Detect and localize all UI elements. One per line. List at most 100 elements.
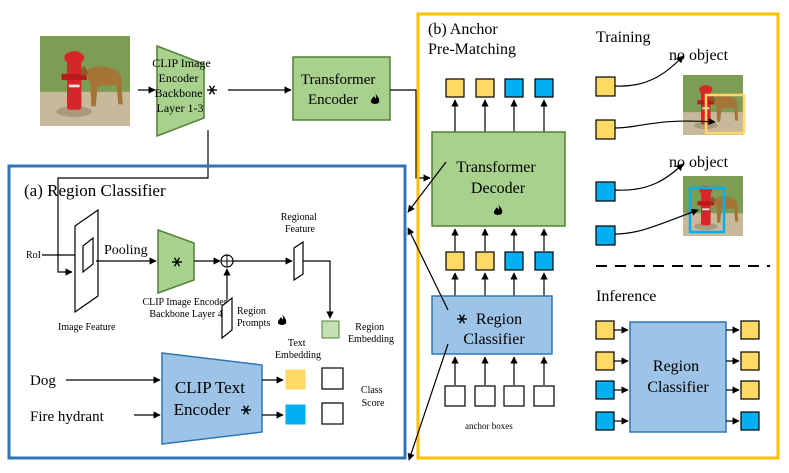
inference-input-tokens bbox=[595, 320, 615, 431]
panel-b-title-line-2: Pre-Matching bbox=[428, 41, 516, 58]
text-embedding-line-2: Embedding bbox=[275, 350, 321, 361]
svg-text:Text Embedding: Text Embedding bbox=[275, 338, 321, 361]
arrows-mid-tokens-to-decoder bbox=[451, 228, 548, 251]
svg-text:Region Classifier: Region Classifier bbox=[463, 311, 526, 348]
svg-text:Class Score: Class Score bbox=[361, 385, 385, 409]
anchor-box-2 bbox=[474, 385, 496, 407]
training-token-cyan-2 bbox=[595, 225, 616, 246]
training-label: Training bbox=[596, 29, 651, 46]
arrows-classifier-to-mid-tokens bbox=[451, 272, 548, 296]
add-operator bbox=[220, 254, 234, 268]
arrows-decoder-to-top-tokens bbox=[451, 99, 548, 132]
svg-text:Transformer Decoder: Transformer Decoder bbox=[456, 159, 539, 197]
image-feature-label: Image Feature bbox=[58, 322, 116, 333]
region-classifier-block: Region Classifier bbox=[431, 295, 553, 355]
token-top-2 bbox=[475, 78, 495, 98]
panel-b-title-line-1: (b) Anchor bbox=[428, 21, 498, 38]
inference-classifier-line-1: Region bbox=[653, 358, 699, 375]
token-mid-4 bbox=[534, 251, 554, 271]
region-embedding-line-1: Region bbox=[355, 322, 384, 333]
arrow-decoder-to-panel-a bbox=[407, 161, 447, 213]
region-classifier-panel bbox=[7, 164, 407, 460]
arrows-anchors-to-classifier bbox=[451, 356, 548, 385]
svg-text:Region Prompts: Region Prompts bbox=[237, 306, 270, 329]
region-embedding-line-2: Embedding bbox=[348, 334, 394, 345]
class-score-line-2: Score bbox=[362, 398, 385, 409]
svg-text:Region Embedding: Region Embedding bbox=[348, 322, 394, 345]
inference-input-arrows bbox=[614, 326, 629, 425]
region-prompts-line-2: Prompts bbox=[237, 318, 270, 329]
training-token-yellow-1 bbox=[595, 76, 616, 97]
clip-backbone-line-2: Encoder bbox=[159, 71, 199, 85]
text-input-fire-hydrant: Fire hydrant bbox=[30, 409, 105, 425]
svg-text:(b) Anchor Pre-Matching: (b) Anchor Pre-Matching bbox=[428, 21, 516, 58]
transformer-encoder-block: Transformer Encoder bbox=[292, 56, 391, 121]
text-embedding-yellow bbox=[285, 369, 306, 390]
roi-region-box bbox=[82, 236, 94, 274]
input-image-hydrant-dog bbox=[40, 36, 130, 126]
svg-text:CLIP Image Encoder Backbon: CLIP Image Encoder Backbone Layer 4 bbox=[142, 297, 229, 320]
transformer-encoder-line-2: Encoder bbox=[308, 92, 358, 108]
clip-backbone-line-4: Layer 1-3 bbox=[157, 101, 204, 115]
training-token-yellow-2 bbox=[595, 119, 616, 140]
no-object-label-1: no object bbox=[669, 47, 729, 64]
anchor-box-3 bbox=[503, 385, 525, 407]
class-score-box-1 bbox=[321, 367, 344, 390]
token-top-1 bbox=[445, 78, 465, 98]
arrow-train-2-match bbox=[614, 117, 716, 129]
panel-a-title: (a) Region Classifier bbox=[24, 181, 166, 200]
text-input-dog: Dog bbox=[30, 373, 56, 389]
anchor-boxes-label: anchor boxes bbox=[465, 421, 513, 431]
token-mid-3 bbox=[504, 251, 524, 271]
region-embedding-square bbox=[321, 320, 340, 339]
snowflake-icon bbox=[206, 84, 218, 96]
clip-text-encoder-block: CLIP Text Encoder bbox=[161, 352, 263, 445]
arrow-train-4-match bbox=[614, 208, 699, 235]
arrow-backbone-to-image-feature bbox=[57, 130, 209, 276]
no-object-label-2: no object bbox=[669, 154, 729, 171]
arrow-to-region-embedding bbox=[303, 260, 334, 319]
clip-text-encoder-line-1: CLIP Text bbox=[175, 378, 245, 397]
anchor-box-4 bbox=[533, 385, 555, 407]
svg-text:CLIP Text Encoder: CLIP Text Encoder bbox=[174, 378, 250, 419]
regional-feature-line-2: Feature bbox=[285, 224, 316, 235]
clip-layer4-block bbox=[157, 228, 195, 295]
region-prompts-block bbox=[221, 296, 233, 340]
class-score-line-1: Class bbox=[361, 385, 383, 396]
regional-feature-line-1: Regional bbox=[281, 212, 317, 223]
clip-image-encoder-backbone: CLIP Image Encoder Backbone Layer 1-3 bbox=[152, 44, 218, 138]
arrow-train-1-no-object bbox=[614, 55, 684, 87]
training-token-cyan-1 bbox=[595, 181, 616, 202]
roi-label: RoI bbox=[26, 250, 41, 261]
transformer-decoder-block: Transformer Decoder bbox=[431, 131, 566, 227]
text-embedding-line-1: Text bbox=[288, 338, 306, 349]
token-mid-2 bbox=[475, 251, 495, 271]
arrow-classifier-to-panel-a-bottom bbox=[407, 343, 449, 461]
anchor-boxes bbox=[444, 385, 555, 407]
svg-text:Regional Feature: Regional Feature bbox=[281, 212, 320, 235]
inference-label: Inference bbox=[596, 288, 656, 305]
region-classifier-line-1: Region bbox=[476, 311, 522, 328]
svg-text:Region Classifier: Region Classifier bbox=[647, 358, 709, 396]
inference-output-tokens bbox=[740, 320, 760, 431]
region-prompts-line-1: Region bbox=[237, 306, 266, 317]
svg-text:CLIP Image Encoder: CLIP Image Encoder Backbone Layer 1-3 bbox=[152, 56, 214, 115]
arrow-encoder-to-decoder bbox=[390, 89, 431, 182]
yellow-match-box bbox=[704, 93, 746, 135]
cyan-match-box bbox=[688, 186, 726, 234]
flame-icon bbox=[277, 314, 287, 325]
mid-tokens bbox=[445, 251, 554, 271]
inference-output-arrows bbox=[726, 326, 740, 425]
regional-feature-block bbox=[293, 240, 304, 282]
anchor-pre-matching-panel bbox=[416, 12, 780, 460]
clip-layer4-line-2: Backbone Layer 4 bbox=[149, 309, 222, 320]
text-embedding-cyan bbox=[285, 404, 306, 425]
token-top-4 bbox=[534, 78, 554, 98]
clip-text-encoder-line-2: Encoder bbox=[174, 400, 231, 419]
token-mid-1 bbox=[445, 251, 465, 271]
training-image-2 bbox=[683, 176, 743, 236]
image-feature-block bbox=[74, 208, 99, 314]
clip-backbone-line-3: Backbone bbox=[155, 86, 203, 100]
inference-classifier-line-2: Classifier bbox=[647, 379, 709, 396]
transformer-decoder-line-1: Transformer bbox=[456, 159, 536, 176]
